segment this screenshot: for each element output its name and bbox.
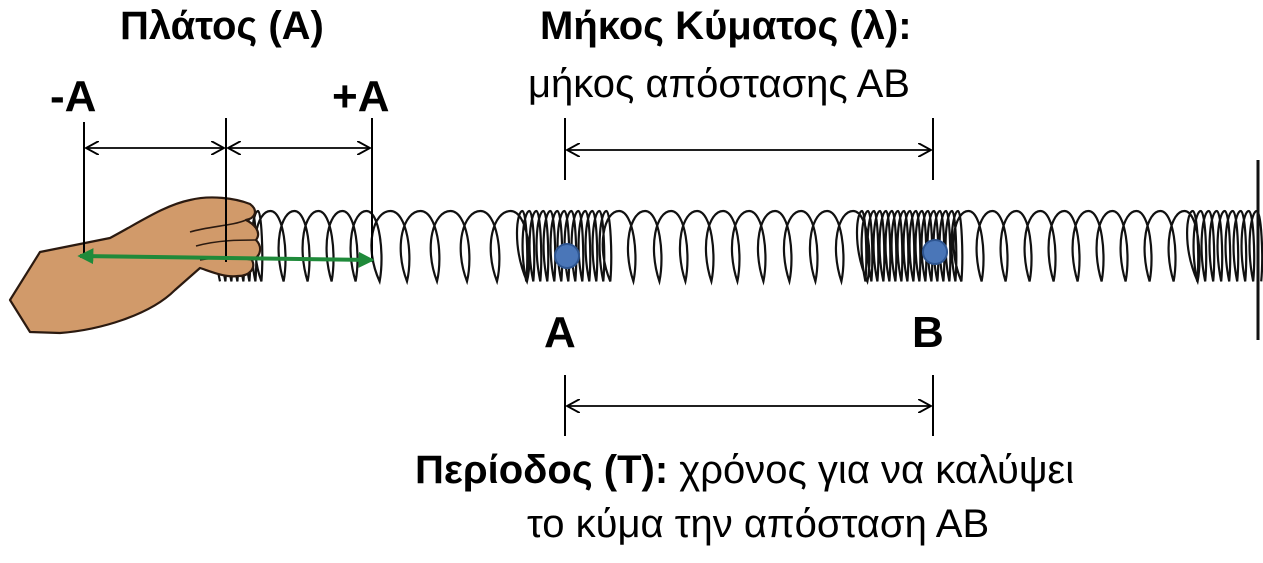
wavelength-measure [564, 118, 934, 180]
period-measure [564, 375, 934, 436]
wavelength-title: Μήκος Κύματος (λ): [540, 4, 912, 48]
period-title: Περίοδος (Τ): [415, 448, 669, 492]
hand-icon [8, 196, 262, 335]
period-description-2: το κύμα την απόσταση ΑΒ [527, 502, 990, 546]
spring-coil-icon [214, 209, 1263, 286]
period-line-1: Περίοδος (Τ): χρόνος για να καλύψει [415, 448, 1074, 493]
point-b-label: B [912, 308, 944, 357]
period-description-1: χρόνος για να καλύψει [679, 448, 1075, 492]
minus-a-label: -A [50, 72, 97, 121]
wavelength-description: μήκος απόστασης ΑΒ [528, 62, 910, 106]
point-a-label: A [544, 308, 576, 357]
plus-a-label: +A [332, 72, 390, 121]
amplitude-measure [77, 118, 375, 268]
oscillation-arrow [77, 248, 375, 268]
amplitude-title: Πλάτος (Α) [120, 4, 324, 48]
point-b-marker [922, 239, 948, 265]
point-a-marker [554, 243, 580, 269]
